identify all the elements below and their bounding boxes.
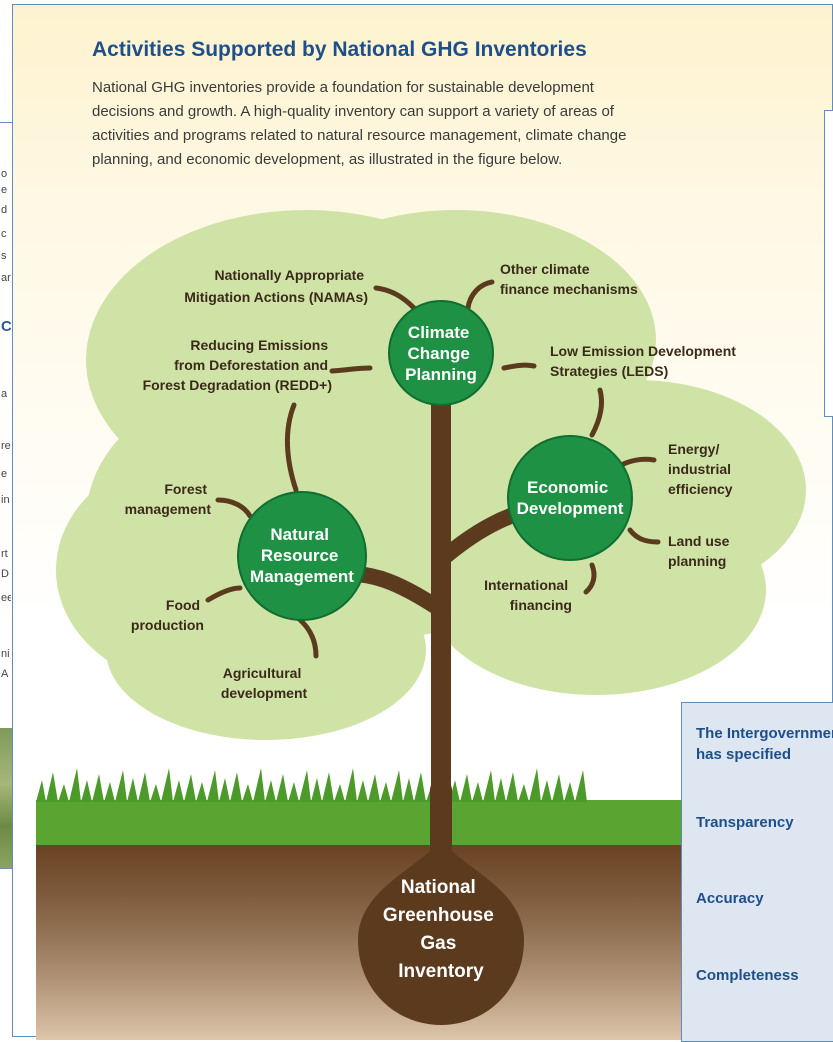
hub-label: Climate — [408, 323, 469, 342]
leaf-international-financing: International financing — [484, 577, 572, 613]
left-fragment: re — [1, 440, 11, 452]
leaf-forest-management: Forest management — [125, 481, 212, 517]
leaf-redd: Reducing Emissions from Deforestation an… — [143, 337, 332, 393]
intro-line: National GHG inventories provide a found… — [92, 79, 594, 96]
hub-natural-resource-management: Natural Resource Management — [237, 491, 367, 621]
hub-label: Management — [250, 567, 354, 586]
root-label: Gas — [420, 933, 456, 954]
hub-label: Planning — [405, 365, 477, 384]
left-fragment: C — [1, 318, 11, 335]
left-fragment: ee — [1, 592, 11, 604]
leaf-leds: Low Emission Development Strategies (LED… — [550, 343, 740, 379]
left-fragment: c — [1, 228, 7, 240]
root-label: National — [401, 877, 476, 898]
intro-paragraph: National GHG inventories provide a found… — [92, 76, 812, 172]
left-fragment: d — [1, 204, 8, 216]
hub-climate-change-planning: Climate Change Planning — [388, 300, 494, 406]
root-label: Inventory — [398, 961, 484, 982]
hub-economic-development: Economic Development — [507, 435, 633, 561]
leaf-namas: Nationally Appropriate Mitigation Action… — [184, 267, 368, 305]
hub-label: Economic — [527, 478, 608, 497]
page-title: Activities Supported by National GHG Inv… — [92, 38, 587, 61]
hub-label: Natural — [270, 525, 329, 544]
svg-text:Climate Change Pla: Climate Change Planning — [405, 323, 477, 384]
ipcc-principles-box: The Intergovernmental Panel has specifie… — [681, 702, 833, 1042]
intro-line: decisions and growth. A high-quality inv… — [92, 103, 614, 120]
background-page — [0, 0, 12, 1041]
intro-line: planning, and economic development, as i… — [92, 151, 563, 168]
term-accuracy: Accuracy — [696, 890, 764, 907]
left-fragment: D — [1, 568, 9, 580]
left-fragment: A — [1, 668, 9, 680]
left-fragment: in — [1, 494, 10, 506]
svg-text:Natural Resource M: Natural Resource Management — [250, 525, 354, 586]
left-fragment: ni — [1, 648, 10, 660]
left-fragment: a — [1, 388, 8, 400]
box-heading: The Intergovernmental Panel has specifie… — [696, 725, 833, 763]
right-side-box — [824, 110, 833, 417]
term-transparency: Transparency — [696, 814, 794, 831]
svg-text:National Greenhouse: National Greenhouse Gas Inventory — [383, 877, 499, 982]
svg-text:Economic Development: Economic Development — [517, 478, 624, 518]
photo-fragment — [0, 728, 12, 868]
root-label: Greenhouse — [383, 905, 494, 926]
leaf-energy-efficiency: Energy/ industrial efficiency — [668, 441, 735, 497]
left-fragment: rt — [1, 548, 8, 560]
hub-label: Change — [407, 344, 469, 363]
left-fragment: s — [1, 250, 7, 262]
intro-line: activities and programs related to natur… — [92, 127, 627, 144]
root-national-ghg-inventory: National Greenhouse Gas Inventory — [358, 840, 524, 1025]
leaf-other-finance: Other climate finance mechanisms — [500, 261, 638, 297]
hub-label: Development — [517, 499, 624, 518]
leaf-agricultural-development: Agricultural development — [221, 665, 308, 701]
left-fragment: e — [1, 184, 8, 196]
left-box-border — [0, 122, 12, 123]
left-fragment: o — [1, 168, 8, 180]
left-fragment: e — [1, 468, 8, 480]
term-completeness: Completeness — [696, 967, 799, 984]
hub-label: Resource — [261, 546, 338, 565]
tree-diagram: Climate Change Planning Natural Resource… — [36, 210, 806, 1040]
left-fragment: ar — [1, 272, 11, 284]
leaf-land-use-planning: Land use planning — [668, 533, 733, 569]
grass — [36, 768, 686, 845]
left-box-border — [0, 868, 12, 869]
leaf-food-production: Food production — [131, 597, 204, 633]
